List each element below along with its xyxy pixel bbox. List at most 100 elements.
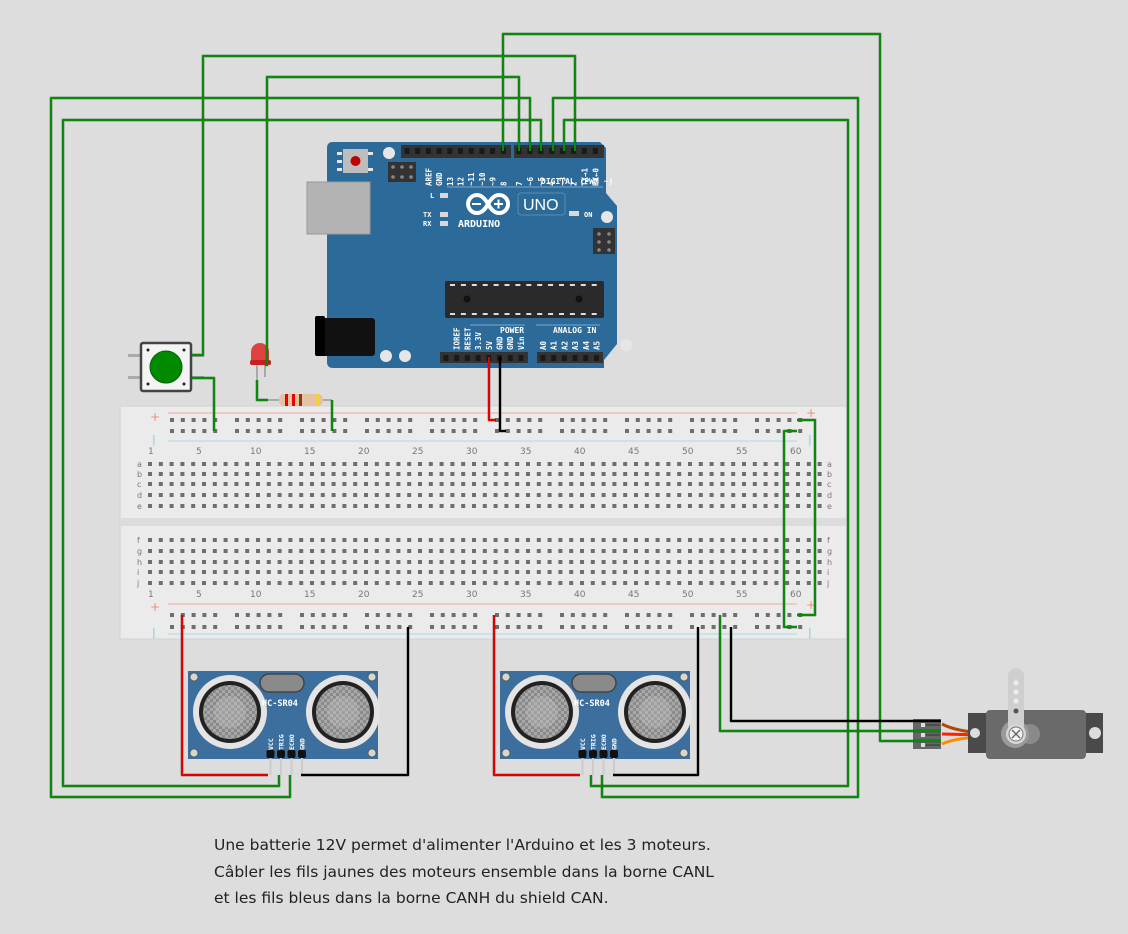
rail-hole bbox=[516, 429, 521, 433]
analog-header bbox=[537, 352, 603, 363]
breadboard-hole bbox=[569, 570, 574, 574]
wire-sensor1-vcc[interactable] bbox=[180, 615, 268, 777]
pushbutton[interactable] bbox=[128, 341, 204, 393]
wire-servo-signal[interactable] bbox=[501, 32, 941, 743]
rail-hole bbox=[365, 429, 369, 433]
rail-hole bbox=[700, 429, 705, 433]
breadboard-hole bbox=[223, 493, 228, 497]
breadboard-hole bbox=[785, 472, 790, 476]
breadboard-hole bbox=[331, 462, 336, 466]
breadboard-hole bbox=[461, 538, 466, 542]
servo-motor[interactable] bbox=[913, 668, 1103, 759]
breadboard-hole bbox=[180, 504, 185, 508]
sensor-pin bbox=[277, 750, 285, 758]
power-pin-label: RESET bbox=[463, 327, 472, 350]
rail-hole bbox=[560, 418, 564, 422]
breadboard-hole bbox=[331, 482, 336, 486]
header-pin bbox=[436, 148, 442, 154]
breadboard-hole bbox=[698, 472, 703, 476]
wire-servo-gnd[interactable] bbox=[729, 627, 941, 723]
breadboard-hole bbox=[256, 538, 260, 542]
breadboard-hole bbox=[623, 493, 628, 497]
breadboard-hole bbox=[590, 504, 595, 508]
breadboard-hole bbox=[277, 462, 282, 466]
row-letter: g bbox=[137, 547, 142, 556]
analog-pin-label: A3 bbox=[571, 340, 580, 350]
breadboard-hole bbox=[536, 493, 541, 497]
breadboard-hole bbox=[688, 472, 692, 476]
breadboard-hole bbox=[450, 472, 455, 476]
wire-button-signal[interactable] bbox=[192, 54, 577, 357]
breadboard-hole bbox=[623, 560, 628, 564]
row-letter: h bbox=[827, 558, 832, 567]
breadboard-hole bbox=[612, 560, 617, 564]
wire-sensor2-gnd[interactable] bbox=[613, 627, 700, 777]
breadboard-hole bbox=[547, 493, 552, 497]
rail-hole bbox=[451, 613, 456, 617]
wire-gnd[interactable] bbox=[498, 357, 506, 433]
chip-leg bbox=[559, 284, 564, 286]
breadboard-hole bbox=[688, 549, 692, 553]
breadboard-hole bbox=[439, 581, 444, 585]
breadboard-hole bbox=[720, 472, 725, 476]
breadboard-hole bbox=[299, 549, 304, 553]
wire-rail-bridge-minus[interactable] bbox=[782, 429, 797, 629]
breadboard-hole bbox=[418, 581, 422, 585]
rail-hole bbox=[570, 418, 575, 422]
breadboard-hole bbox=[623, 482, 628, 486]
resistor[interactable] bbox=[268, 394, 332, 406]
wire-rail-bridge-plus[interactable] bbox=[797, 418, 817, 617]
breadboard-hole bbox=[644, 493, 649, 497]
reset-button[interactable] bbox=[337, 149, 373, 173]
breadboard-hole bbox=[547, 581, 552, 585]
header-pin bbox=[540, 355, 546, 361]
column-number: 15 bbox=[304, 447, 315, 457]
breadboard-hole bbox=[785, 560, 790, 564]
wire-servo-vcc[interactable] bbox=[718, 615, 941, 733]
column-number: 45 bbox=[628, 590, 639, 600]
breadboard-hole bbox=[688, 482, 692, 486]
breadboard-hole bbox=[774, 560, 779, 564]
rail-hole bbox=[755, 613, 759, 617]
row-letter: e bbox=[137, 502, 142, 511]
breadboard-hole bbox=[169, 462, 174, 466]
wire-led-signal[interactable] bbox=[265, 75, 521, 367]
rail-hole bbox=[776, 418, 781, 422]
breadboard-hole bbox=[569, 462, 574, 466]
wire-sensor1-trig[interactable] bbox=[61, 118, 543, 788]
breadboard-hole bbox=[418, 482, 422, 486]
rail-hole bbox=[657, 625, 662, 629]
breadboard-hole bbox=[320, 581, 325, 585]
rail-hole bbox=[430, 625, 434, 629]
wire-led-resistor[interactable] bbox=[255, 380, 268, 402]
breadboard-hole bbox=[180, 493, 185, 497]
column-number: 20 bbox=[358, 590, 370, 600]
wire-sensor2-trig[interactable] bbox=[551, 96, 860, 799]
wire-sensor2-vcc[interactable] bbox=[492, 615, 580, 777]
wire-5v[interactable] bbox=[487, 357, 496, 422]
breadboard-hole bbox=[515, 560, 520, 564]
column-number: 10 bbox=[250, 447, 262, 457]
wire-sensor2-echo[interactable] bbox=[562, 118, 850, 788]
breadboard-hole bbox=[688, 493, 692, 497]
breadboard-hole bbox=[202, 538, 206, 542]
digital-pin-label: ~5 bbox=[537, 177, 546, 186]
breadboard-hole bbox=[504, 570, 509, 574]
usb-port bbox=[307, 182, 370, 234]
rail-hole bbox=[191, 429, 196, 433]
wire-button-ground[interactable] bbox=[192, 376, 216, 431]
rail-hole bbox=[245, 625, 250, 629]
rail-hole bbox=[603, 429, 608, 433]
rail-hole bbox=[570, 625, 575, 629]
column-number: 25 bbox=[412, 590, 423, 600]
analog-pin-label: A0 bbox=[539, 340, 548, 350]
breadboard-hole bbox=[731, 538, 736, 542]
wire-sensor1-echo[interactable] bbox=[49, 96, 532, 799]
red-led[interactable] bbox=[250, 343, 271, 380]
wire-sensor1-gnd[interactable] bbox=[301, 627, 410, 777]
rail-hole bbox=[635, 613, 640, 617]
breadboard-hole bbox=[580, 504, 584, 508]
